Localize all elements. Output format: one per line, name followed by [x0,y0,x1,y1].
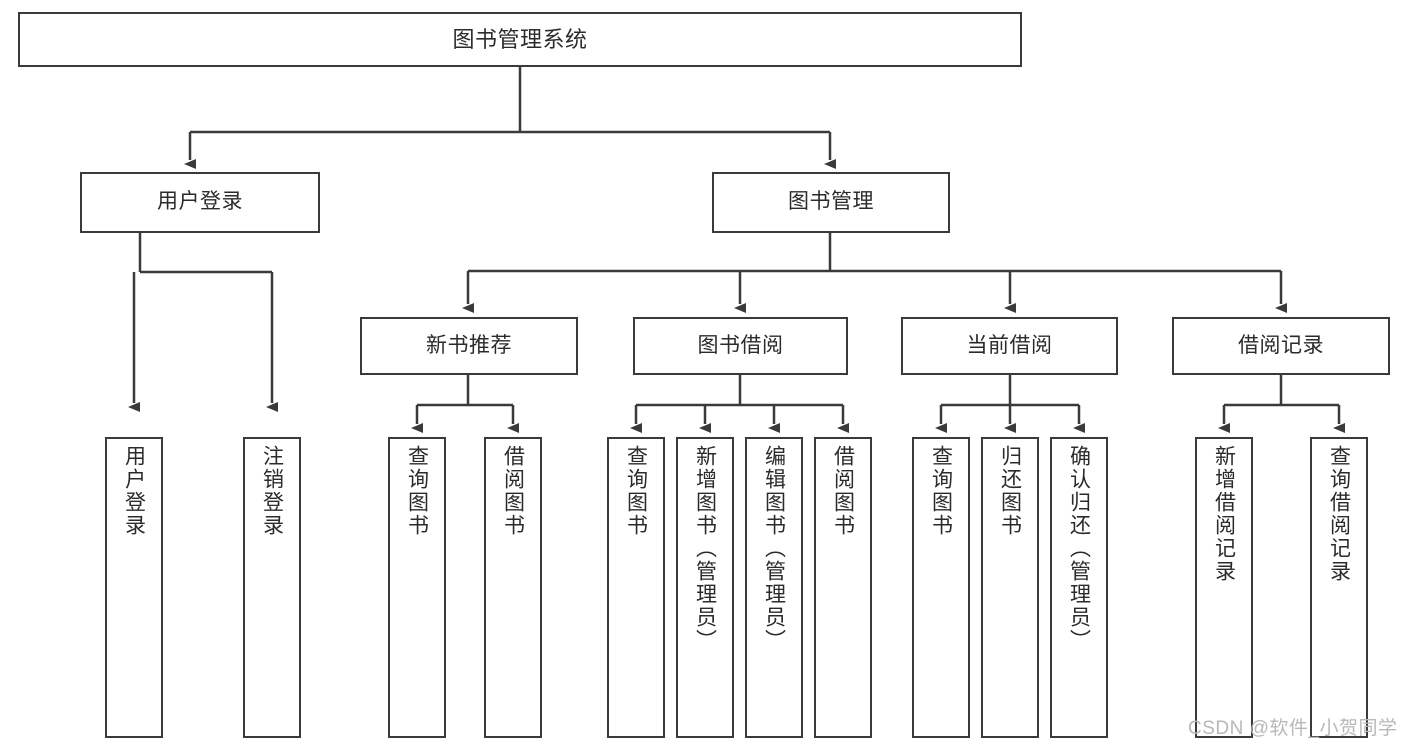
node-new-book-recommend[interactable]: 新书推荐 [360,317,578,375]
node-label: 借阅图书 [501,445,525,537]
node-borrow-record[interactable]: 借阅记录 [1172,317,1390,375]
node-label: 确认归还（管理员） [1067,445,1091,652]
node-leaf-return-book[interactable]: 归还图书 [981,437,1039,738]
node-leaf-add-book[interactable]: 新增图书（管理员） [676,437,734,738]
node-user-login[interactable]: 用户登录 [80,172,320,233]
node-label: 借阅图书 [831,445,855,537]
node-label: 注销登录 [260,445,284,537]
node-leaf-borrow-book-1[interactable]: 借阅图书 [484,437,542,738]
node-leaf-borrow-book-2[interactable]: 借阅图书 [814,437,872,738]
node-label: 图书借阅 [697,333,784,357]
node-label: 图书管理系统 [452,26,588,52]
node-leaf-confirm-return[interactable]: 确认归还（管理员） [1050,437,1108,738]
node-label: 用户登录 [157,190,243,214]
node-current-borrow[interactable]: 当前借阅 [901,317,1118,375]
node-label: 查询图书 [405,445,429,537]
node-leaf-query-book-2[interactable]: 查询图书 [607,437,665,738]
node-label: 新增借阅记录 [1212,445,1236,583]
node-leaf-edit-book[interactable]: 编辑图书（管理员） [745,437,803,738]
node-label: 新增图书（管理员） [693,445,717,652]
node-label: 编辑图书（管理员） [762,445,786,652]
node-label: 新书推荐 [426,333,512,357]
node-label: 用户登录 [122,445,146,537]
node-book-management-system[interactable]: 图书管理系统 [18,12,1022,67]
watermark: CSDN @软件_小贺同学 [1188,718,1398,739]
node-book-management[interactable]: 图书管理 [712,172,950,233]
node-label: 图书管理 [788,190,874,214]
node-book-borrow[interactable]: 图书借阅 [633,317,848,375]
node-label: 归还图书 [998,445,1022,537]
node-leaf-query-book-3[interactable]: 查询图书 [912,437,970,738]
node-leaf-add-record[interactable]: 新增借阅记录 [1195,437,1253,738]
node-label: 当前借阅 [966,333,1053,357]
node-label: 借阅记录 [1238,333,1324,357]
node-leaf-query-book-1[interactable]: 查询图书 [388,437,446,738]
node-label: 查询图书 [624,445,648,537]
node-label: 查询图书 [929,445,953,537]
node-leaf-user-login[interactable]: 用户登录 [105,437,163,738]
node-leaf-query-record[interactable]: 查询借阅记录 [1310,437,1368,738]
node-label: 查询借阅记录 [1327,445,1351,583]
node-leaf-logout-login[interactable]: 注销登录 [243,437,301,738]
